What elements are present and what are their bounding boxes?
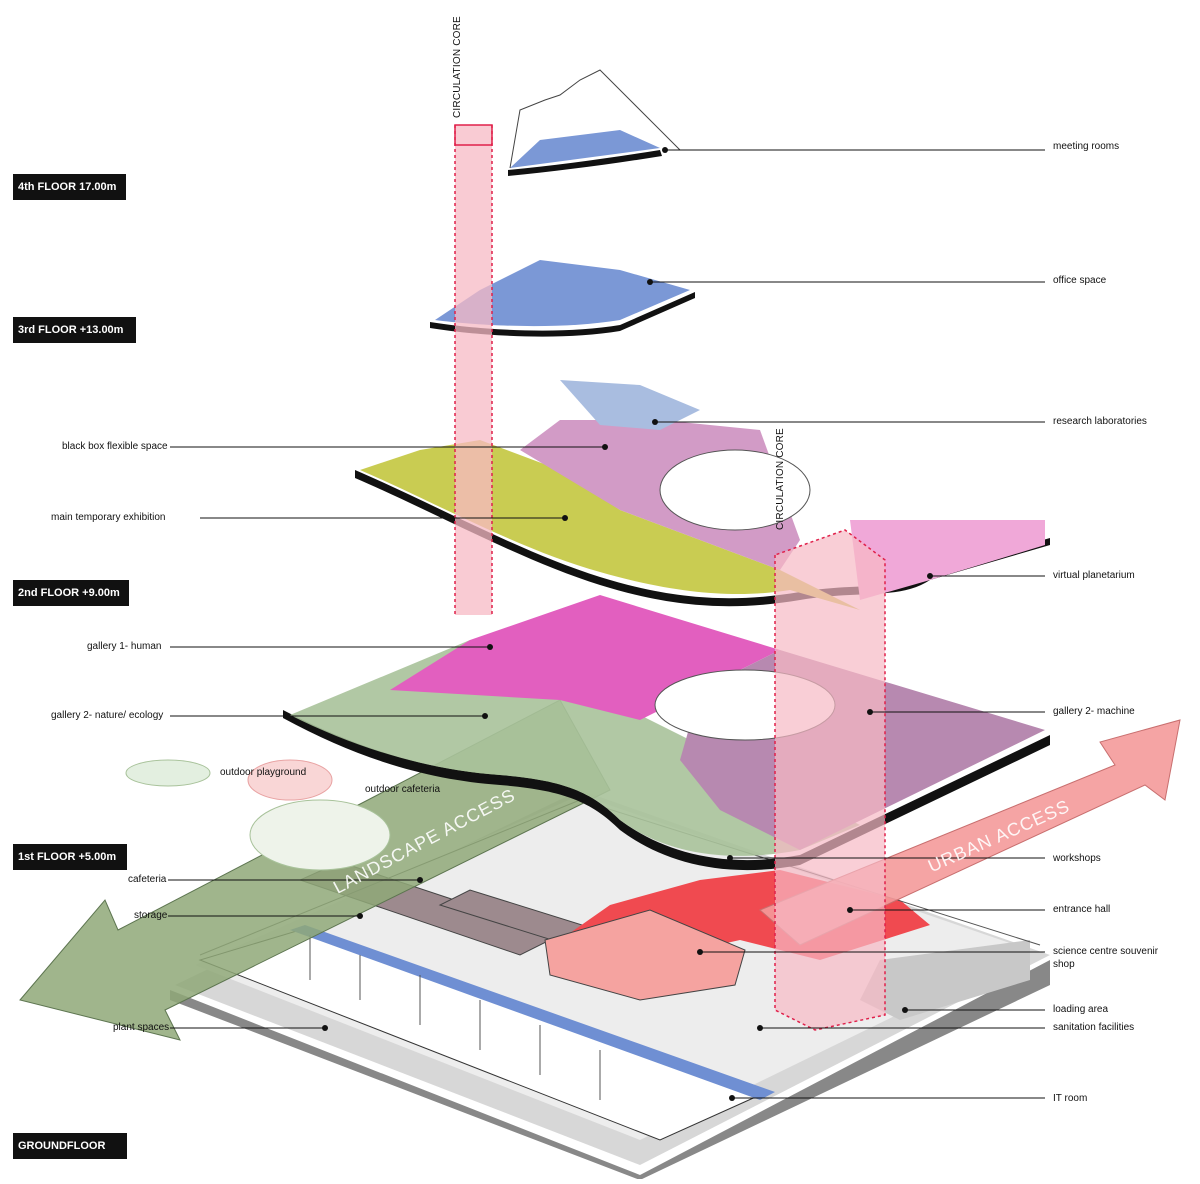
- outdoor-playground-pink: [247, 759, 333, 801]
- label-main-exhibition: main temporary exhibition: [51, 512, 166, 523]
- second-floor-slab-edge: [355, 470, 1050, 607]
- floor-tag-4th: 4th FLOOR 17.00m: [13, 174, 126, 200]
- label-souvenir-shop-line2: shop: [1053, 959, 1075, 970]
- label-storage: storage: [134, 910, 168, 921]
- label-gallery-human: gallery 1- human: [87, 641, 162, 652]
- fourth-floor-slab-edge: [508, 150, 662, 176]
- second-floor: [355, 380, 1050, 610]
- leader-lines: [168, 149, 1045, 1099]
- label-entrance-hall: entrance hall: [1053, 904, 1111, 915]
- label-outdoor-cafeteria: outdoor cafeteria: [365, 784, 441, 795]
- floor-tag-1st: 1st FLOOR +5.00m: [13, 844, 127, 870]
- fourth-roof-outline: [509, 69, 681, 169]
- label-office-space: office space: [1053, 275, 1107, 286]
- label-loading-area: loading area: [1053, 1004, 1109, 1015]
- label-gallery-machine: gallery 2- machine: [1053, 706, 1135, 717]
- circulation-core-a: [454, 124, 493, 615]
- label-outdoor-playground: outdoor playground: [220, 767, 307, 778]
- floor-tag-ground: GROUNDFLOOR: [13, 1133, 127, 1159]
- core-b-shaft: [775, 530, 885, 1030]
- label-cafeteria: cafeteria: [128, 874, 167, 885]
- loading-area-zone: [860, 940, 1030, 1020]
- label-it-room: IT room: [1053, 1093, 1088, 1104]
- circulation-core-b: [774, 529, 886, 1031]
- souvenir-shop-zone: [544, 909, 746, 1001]
- label-sanitation-facilities: sanitation facilities: [1053, 1022, 1135, 1033]
- label-gallery-nature: gallery 2- nature/ ecology: [51, 710, 164, 721]
- floor-tag-2nd: 2nd FLOOR +9.00m: [13, 580, 129, 606]
- floor-tag-3rd: 3rd FLOOR +13.00m: [13, 317, 136, 343]
- circulation-core-label-b: CIRCULATION CORE: [775, 428, 786, 530]
- label-plant-spaces: plant spaces: [113, 1022, 170, 1033]
- office-space-zone: [435, 260, 690, 327]
- label-black-box: black box flexible space: [62, 441, 168, 452]
- research-lab-zone: [560, 380, 700, 430]
- third-floor-slab-edge: [430, 292, 695, 337]
- it-room-strip: [290, 925, 775, 1100]
- outdoor-playground-green: [125, 759, 211, 787]
- label-virtual-planetarium: virtual planetarium: [1053, 570, 1135, 581]
- label-research-laboratories: research laboratories: [1053, 416, 1147, 427]
- virtual-planetarium-zone: [850, 520, 1045, 600]
- meeting-rooms-zone: [510, 130, 660, 168]
- leader-dots: [322, 147, 933, 1101]
- circulation-core-label-a: CIRCULATION CORE: [452, 16, 463, 118]
- second-floor-void: [659, 449, 811, 531]
- fourth-floor: [508, 69, 681, 176]
- third-floor: [430, 260, 695, 337]
- label-meeting-rooms: meeting rooms: [1053, 141, 1120, 152]
- label-souvenir-shop-line1: science centre souvenir: [1053, 946, 1159, 957]
- core-a-shaft: [455, 125, 492, 615]
- outdoor-cafeteria-area: [249, 799, 391, 871]
- label-workshops: workshops: [1053, 853, 1101, 864]
